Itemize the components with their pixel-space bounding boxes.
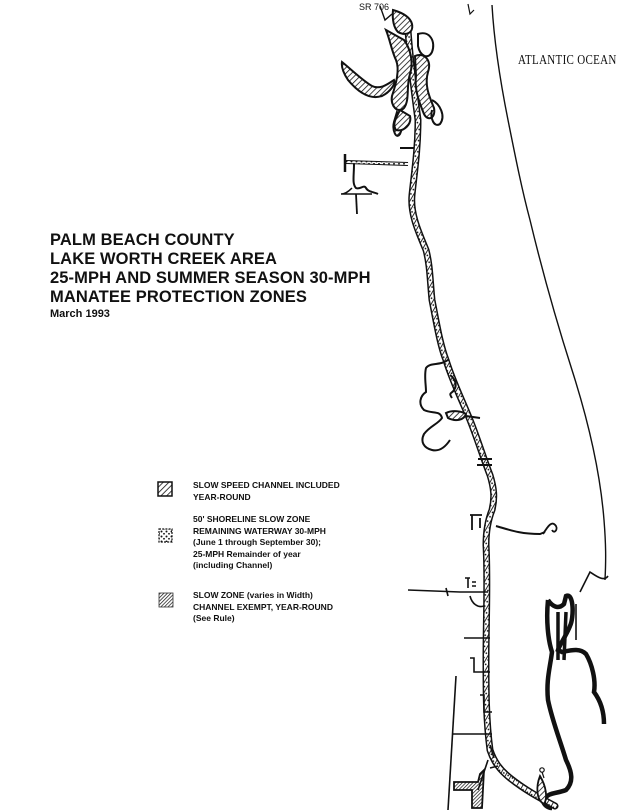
road-tick	[379, 5, 393, 22]
map-title-block: PALM BEACH COUNTY LAKE WORTH CREEK AREA …	[50, 231, 371, 321]
legend-text-line: (including Channel)	[193, 560, 273, 570]
legend-swatch-slow-speed-channel	[157, 481, 173, 497]
legend-text-line: (June 1 through September 30);	[193, 537, 321, 547]
north-creek-west	[340, 60, 396, 98]
south-hatched-basin	[453, 767, 486, 809]
southeast-lagoon	[541, 593, 607, 811]
south-marker-stem	[541, 771, 545, 779]
mid-stubs	[477, 458, 492, 466]
north-loop	[417, 32, 435, 58]
legend-text-line: 25-MPH Remainder of year	[193, 548, 301, 559]
west-creek-3	[355, 193, 358, 215]
road-label-sr-706: SR 706	[359, 2, 390, 12]
south-spur	[477, 759, 489, 791]
west-creek	[352, 163, 379, 195]
south-basin-east	[536, 773, 547, 806]
southeast-lagoon-inner	[556, 611, 568, 661]
southern-canals	[407, 577, 495, 811]
legend-text-line: (See Rule)	[193, 613, 235, 623]
west-branch-pond	[393, 108, 412, 132]
legend-swatch-shoreline-slow-zone	[158, 528, 173, 543]
east-canal-hook	[542, 522, 558, 535]
north-creek-complex	[384, 8, 436, 137]
mid-hatched-lake	[444, 410, 468, 422]
legend-text-line: CHANNEL EXEMPT, YEAR-ROUND	[193, 601, 333, 612]
east-canal	[495, 525, 546, 536]
north-loop-east	[430, 99, 444, 126]
title-protection-zones: MANATEE PROTECTION ZONES	[50, 288, 307, 306]
long-parallel-canal	[447, 675, 457, 811]
main-channel-fill	[406, 28, 557, 808]
map-date: March 1993	[50, 308, 110, 320]
title-county: PALM BEACH COUNTY	[50, 231, 235, 249]
legend-text-line: SLOW SPEED CHANNEL INCLUDED	[193, 480, 340, 490]
south-marker	[539, 767, 545, 773]
ocean-label: ATLANTIC OCEAN	[518, 52, 617, 68]
legend-text-line: YEAR-ROUND	[193, 491, 251, 502]
title-speed-zones: 25-MPH AND SUMMER SEASON 30-MPH	[50, 269, 371, 287]
legend-text-line: 50' SHORELINE SLOW ZONE	[193, 514, 311, 524]
title-area: LAKE WORTH CREEK AREA	[50, 250, 277, 268]
west-stubs-520	[470, 514, 482, 530]
mid-connector	[465, 415, 481, 419]
southeast-channel-branch	[579, 570, 609, 593]
mid-lake-outline	[419, 359, 451, 452]
west-canal-fill	[345, 161, 409, 165]
legend-text-line: REMAINING WATERWAY 30-MPH	[193, 525, 326, 536]
legend-swatch-slow-zone-channel-exempt	[158, 592, 174, 608]
west-creek-2	[340, 187, 372, 195]
legend-text-line: SLOW ZONE (varies in Width)	[193, 590, 313, 600]
main-channel-outline	[404, 26, 559, 810]
south-stub	[489, 765, 499, 769]
inlet-mark	[467, 3, 475, 16]
mid-lake-arc	[449, 374, 457, 399]
coastline	[491, 4, 607, 581]
